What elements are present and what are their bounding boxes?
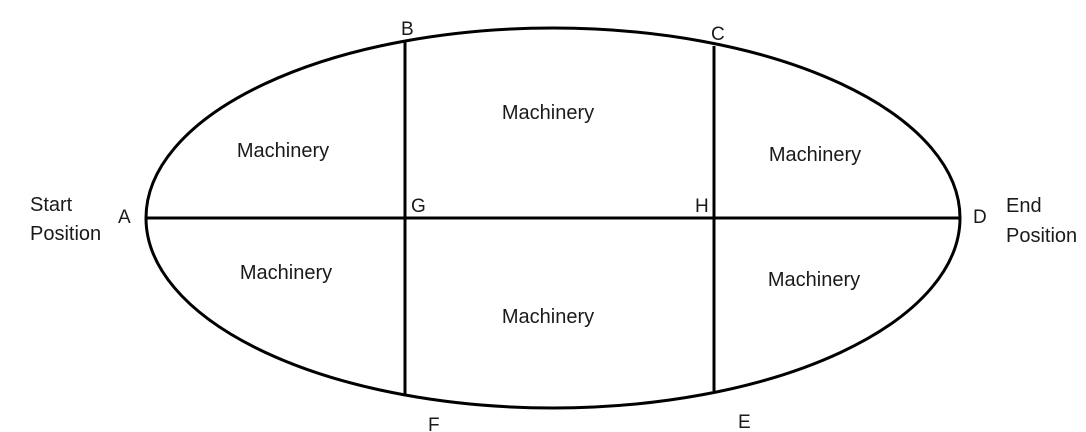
point-label-b: B bbox=[401, 19, 414, 40]
start-position-line1: Start bbox=[30, 194, 73, 216]
point-label-d: D bbox=[973, 207, 987, 228]
region-label-top-left: Machinery bbox=[237, 140, 329, 162]
point-label-c: C bbox=[711, 24, 725, 45]
start-position-line2: Position bbox=[30, 223, 101, 245]
region-label-bottom-middle: Machinery bbox=[502, 306, 594, 328]
region-label-bottom-right: Machinery bbox=[768, 269, 860, 291]
end-position-line2: Position bbox=[1006, 225, 1077, 247]
point-label-h: H bbox=[695, 196, 709, 217]
region-label-bottom-left: Machinery bbox=[240, 262, 332, 284]
point-label-f: F bbox=[428, 415, 440, 432]
point-label-e: E bbox=[738, 412, 751, 432]
region-label-top-right: Machinery bbox=[769, 144, 861, 166]
end-position-line1: End bbox=[1006, 195, 1042, 217]
point-label-g: G bbox=[411, 196, 426, 217]
point-label-a: A bbox=[118, 207, 131, 228]
region-label-top-middle: Machinery bbox=[502, 102, 594, 124]
